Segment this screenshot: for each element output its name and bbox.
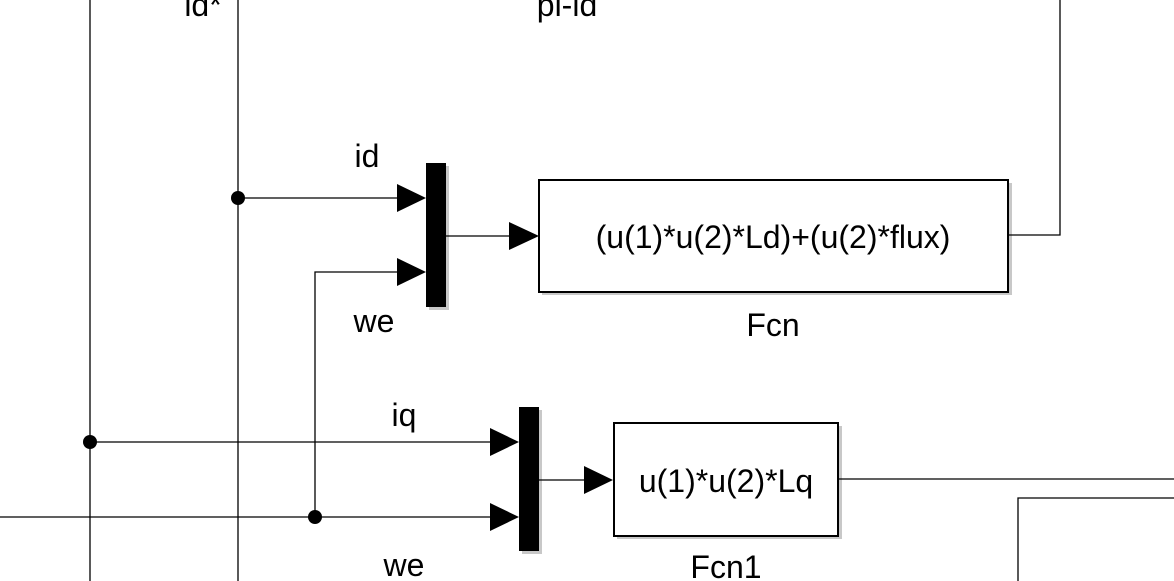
mux2-input-arrow-2: [490, 503, 519, 531]
mux2-block[interactable]: [519, 407, 539, 551]
id-ref-label: id*: [184, 0, 221, 23]
fcn-block[interactable]: [538, 179, 1009, 293]
junction-dot-we: [308, 510, 322, 524]
signal-label-we-1: we: [353, 303, 395, 339]
fcn1-name-label: Fcn1: [690, 549, 761, 581]
partial-block-outline: [1017, 497, 1174, 581]
fcn1-input-arrow: [584, 466, 613, 494]
wire-fcn-output[interactable]: [1008, 0, 1061, 236]
junction-dot-id: [231, 191, 245, 205]
mux2-input-arrow-1: [490, 428, 519, 456]
fcn1-expression: u(1)*u(2)*Lq: [639, 463, 813, 499]
pi-id-label: pi-id: [537, 0, 597, 23]
signal-label-id: id: [355, 138, 380, 174]
wire-we-branch-1[interactable]: [314, 271, 399, 517]
fcn1-block[interactable]: [613, 422, 839, 537]
signal-label-iq: iq: [392, 397, 417, 433]
fcn-expression: (u(1)*u(2)*Ld)+(u(2)*flux): [596, 219, 951, 255]
mux1-block[interactable]: [426, 163, 446, 307]
signal-label-we-2: we: [383, 547, 425, 581]
fcn-input-arrow: [509, 222, 539, 250]
mux1-input-arrow-1: [397, 184, 426, 212]
fcn-name-label: Fcn: [746, 307, 799, 343]
junction-dot-iq: [83, 435, 97, 449]
mux1-input-arrow-2: [397, 258, 426, 286]
